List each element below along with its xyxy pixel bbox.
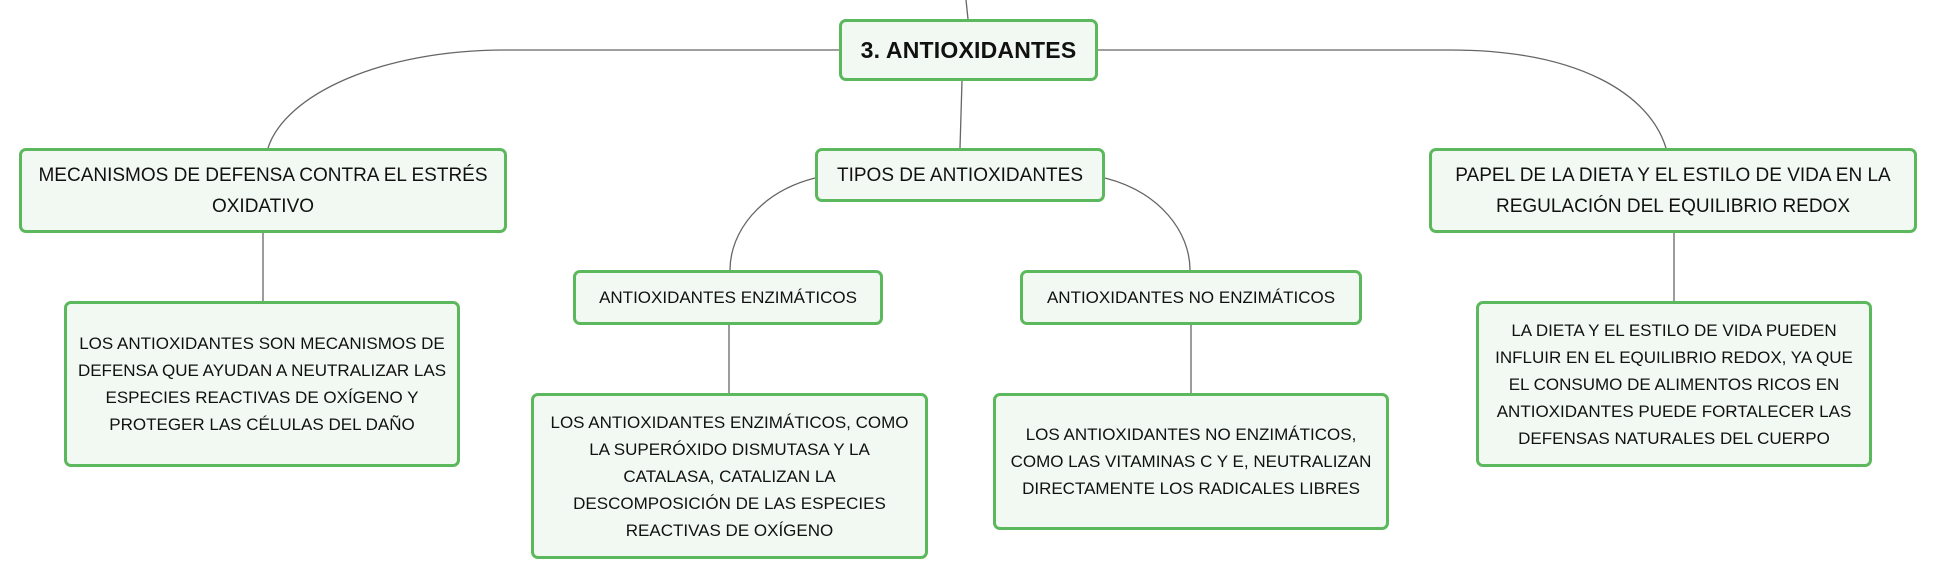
node-dieta-detail-text: LA DIETA Y EL ESTILO DE VIDA PUEDEN INFL… xyxy=(1495,320,1853,448)
node-antioxidantes-no-enzimaticos-label: ANTIOXIDANTES NO ENZIMÁTICOS xyxy=(1046,287,1336,307)
node-no-enzimaticos-detail[interactable]: LOS ANTIOXIDANTES NO ENZIMÁTICOS, COMO L… xyxy=(993,393,1389,530)
node-tipos-antioxidantes[interactable]: TIPOS DE ANTIOXIDANTES xyxy=(815,148,1105,202)
node-enzimaticos-detail-text: LOS ANTIOXIDANTES ENZIMÁTICOS, COMO LA S… xyxy=(550,412,909,540)
connector-root-dieta xyxy=(1098,49,1667,149)
node-mecanismos-detail[interactable]: LOS ANTIOXIDANTES SON MECANISMOS DE DEFE… xyxy=(64,301,460,467)
node-antioxidantes-enzimaticos[interactable]: ANTIOXIDANTES ENZIMÁTICOS xyxy=(573,270,883,325)
node-dieta-detail[interactable]: LA DIETA Y EL ESTILO DE VIDA PUEDEN INFL… xyxy=(1476,301,1872,467)
node-mecanismos-detail-text: LOS ANTIOXIDANTES SON MECANISMOS DE DEFE… xyxy=(77,334,447,434)
node-antioxidantes-no-enzimaticos[interactable]: ANTIOXIDANTES NO ENZIMÁTICOS xyxy=(1020,270,1362,325)
connector-parent-root xyxy=(965,0,969,20)
node-papel-dieta-label: PAPEL DE LA DIETA Y EL ESTILO DE VIDA EN… xyxy=(1455,164,1891,217)
node-antioxidantes-enzimaticos-label: ANTIOXIDANTES ENZIMÁTICOS xyxy=(599,287,857,307)
root-node-label: 3. ANTIOXIDANTES xyxy=(860,36,1077,63)
node-mecanismos-defensa-label: MECANISMOS DE DEFENSA CONTRA EL ESTRÉS O… xyxy=(38,164,488,217)
connector-tipos-noenz xyxy=(1104,177,1191,271)
node-mecanismos-defensa[interactable]: MECANISMOS DE DEFENSA CONTRA EL ESTRÉS O… xyxy=(19,148,507,233)
node-no-enzimaticos-detail-text: LOS ANTIOXIDANTES NO ENZIMÁTICOS, COMO L… xyxy=(1010,425,1372,498)
connector-root-mecanismos xyxy=(267,49,839,149)
node-papel-dieta[interactable]: PAPEL DE LA DIETA Y EL ESTILO DE VIDA EN… xyxy=(1429,148,1917,233)
root-node[interactable]: 3. ANTIOXIDANTES xyxy=(839,19,1098,81)
node-tipos-antioxidantes-label: TIPOS DE ANTIOXIDANTES xyxy=(837,164,1083,186)
connector-root-tipos xyxy=(959,80,963,149)
connector-tipos-enz xyxy=(729,177,816,271)
node-enzimaticos-detail[interactable]: LOS ANTIOXIDANTES ENZIMÁTICOS, COMO LA S… xyxy=(531,393,928,559)
